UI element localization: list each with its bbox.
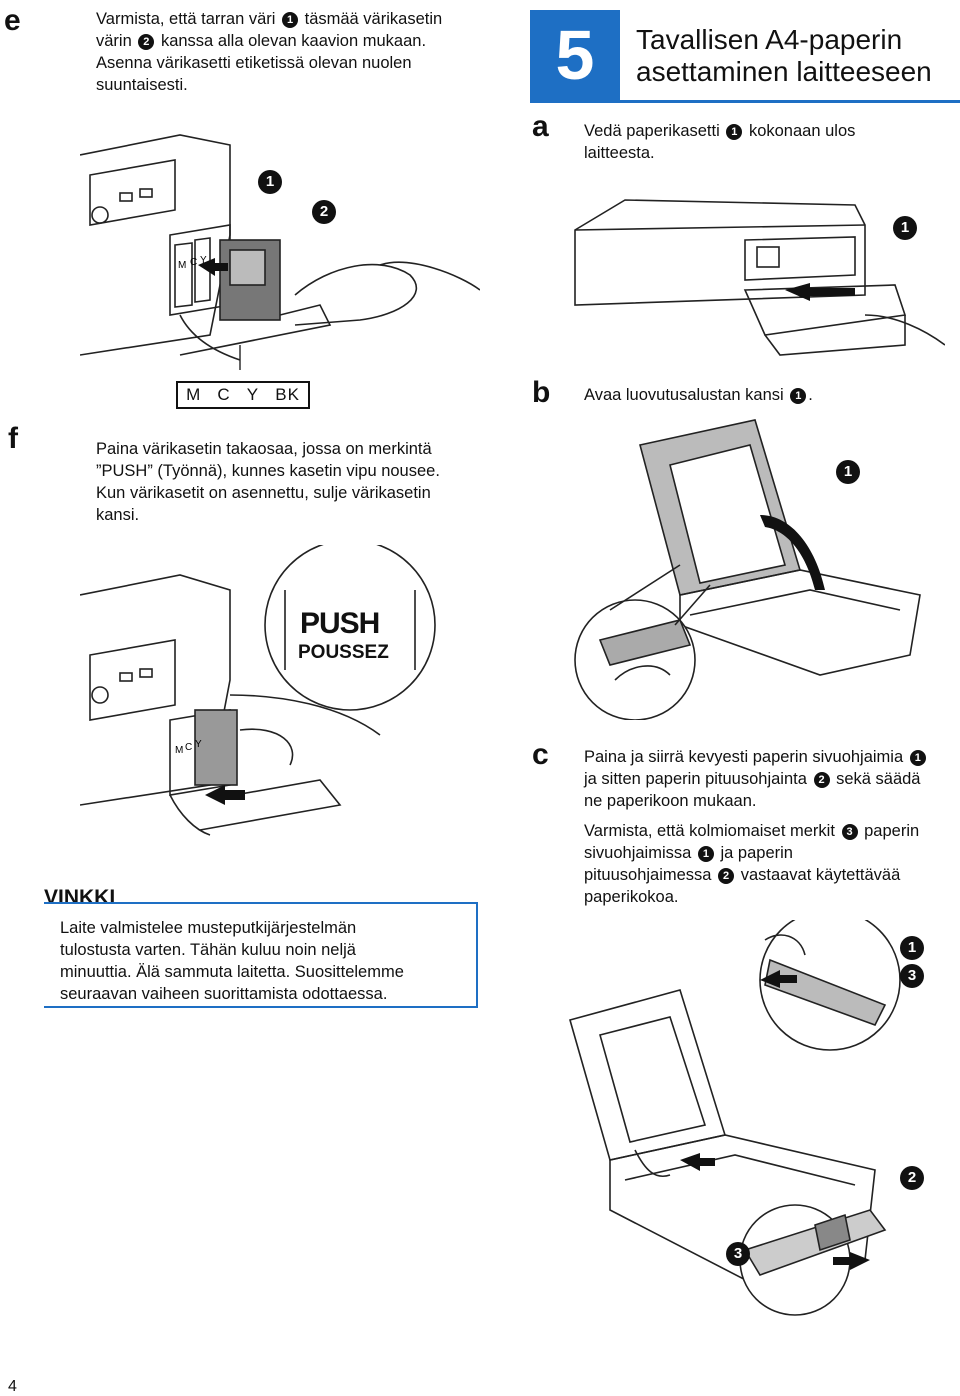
step-a-letter: a: [532, 110, 549, 143]
step-b-letter: b: [532, 376, 551, 409]
marker-3-icon: 3: [841, 824, 858, 840]
vinkki-text: Laite valmistelee musteputkijärjestelmän…: [60, 919, 404, 1003]
color-label-strip: M C Y BK: [176, 381, 310, 409]
marker-2-icon: 2: [138, 34, 155, 50]
svg-text:C: C: [185, 742, 192, 753]
open-output-tray-cover-illustration: [574, 419, 921, 720]
svg-text:M: M: [178, 260, 186, 271]
callout-1-icon: 1: [836, 460, 860, 484]
svg-text:Y: Y: [200, 255, 207, 266]
marker-1-icon: 1: [726, 124, 743, 140]
svg-text:Y: Y: [195, 739, 202, 750]
step-b-text: Avaa luovutusalustan kansi 1.: [584, 386, 813, 404]
callout-1-icon: 1: [893, 216, 917, 240]
section-title: Tavallisen A4-paperin asettaminen laitte…: [636, 24, 932, 87]
callout-2-icon: 2: [900, 1166, 924, 1190]
step-c-letter: c: [532, 738, 549, 771]
svg-text:M: M: [175, 745, 183, 756]
pull-tray-illustration: [574, 199, 945, 356]
callout-3-icon: 3: [726, 1242, 750, 1266]
step-f-text: Paina värikasetin takaosaa, jossa on mer…: [96, 440, 440, 524]
svg-text:C: C: [190, 257, 197, 268]
callout-1-icon: 1: [900, 936, 924, 960]
vinkki-box: [44, 902, 478, 1008]
page-number: 4: [8, 1378, 17, 1395]
section-rule: [530, 100, 960, 103]
marker-2-icon: 2: [718, 868, 735, 884]
callout-1-icon: 1: [258, 170, 282, 194]
push-cartridge-illustration: M C Y: [80, 545, 436, 836]
step-a-text: Vedä paperikasetti 1 kokonaan ulos laitt…: [584, 122, 856, 162]
step-e-text: Varmista, että tarran väri 1 täsmää väri…: [96, 10, 443, 94]
callout-3-icon: 3: [900, 964, 924, 988]
push-label: PUSH: [300, 607, 380, 640]
ink-cartridge-insert-illustration: M C Y: [80, 134, 480, 370]
marker-1-icon: 1: [909, 750, 926, 766]
step-e-letter: e: [4, 4, 21, 37]
marker-1-icon: 1: [282, 12, 299, 28]
poussez-label: POUSSEZ: [298, 642, 389, 663]
callout-2-icon: 2: [312, 200, 336, 224]
section-number-badge: 5: [530, 10, 620, 100]
adjust-paper-guides-illustration: [569, 920, 901, 1316]
marker-2-icon: 2: [813, 772, 830, 788]
step-c-text: Paina ja siirrä kevyesti paperin sivuohj…: [584, 746, 960, 908]
step-f-letter: f: [8, 422, 18, 455]
marker-1-icon: 1: [790, 388, 807, 404]
marker-1-icon: 1: [697, 846, 714, 862]
